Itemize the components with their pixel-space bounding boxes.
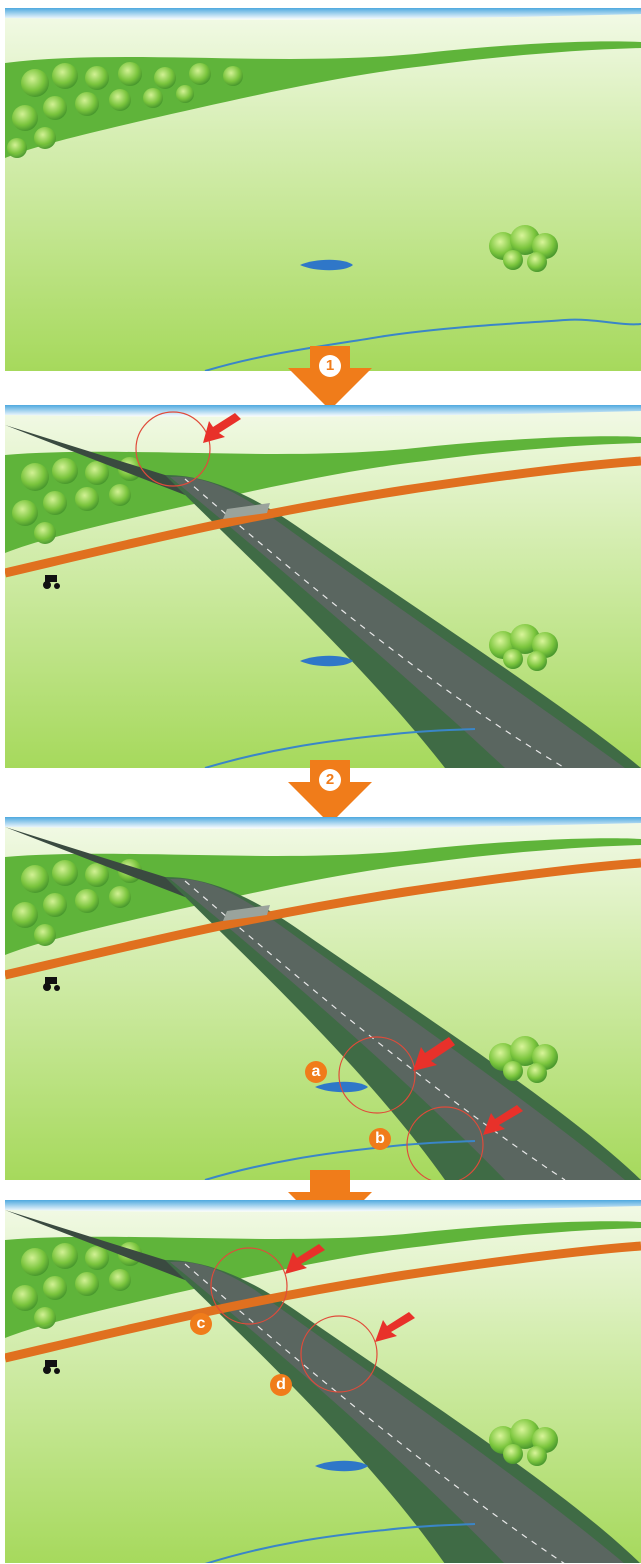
landscape-panel-1 (5, 8, 641, 371)
landscape-panel-2 (5, 405, 641, 768)
label-b: b (369, 1128, 391, 1150)
step-arrow-1: 1 (288, 346, 372, 410)
step-number-2: 2 (319, 769, 341, 791)
landscape-panel-4: c d (5, 1200, 641, 1563)
landscape-panel-3: a b (5, 817, 641, 1180)
label-c: c (190, 1313, 212, 1335)
label-d: d (270, 1374, 292, 1396)
label-a: a (305, 1061, 327, 1083)
step-arrow-2: 2 (288, 760, 372, 824)
step-number-1: 1 (319, 355, 341, 377)
